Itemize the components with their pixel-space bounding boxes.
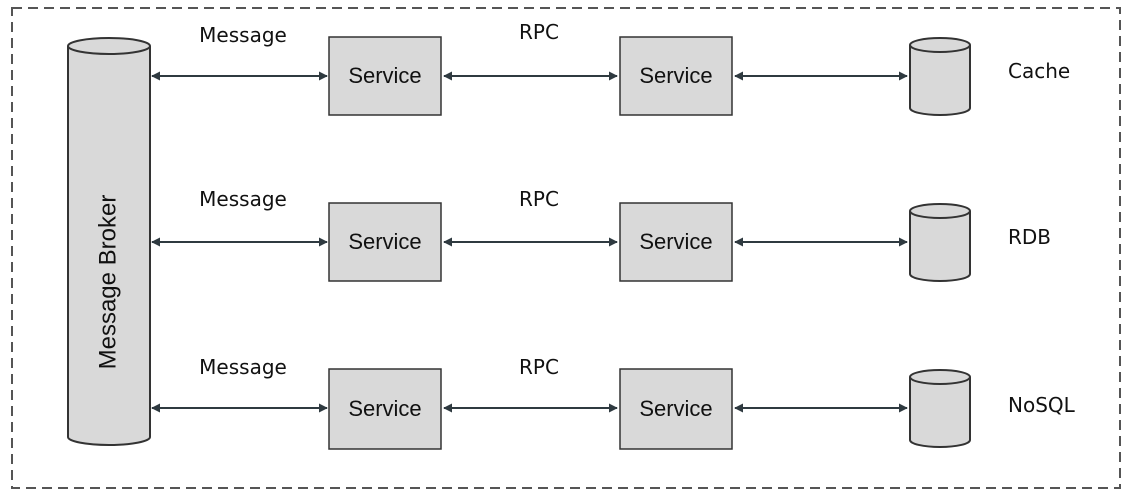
store-label: RDB xyxy=(1008,225,1051,249)
service-box xyxy=(619,36,733,116)
service-label: Service xyxy=(639,229,712,254)
outer-frame xyxy=(11,7,1121,489)
service-box xyxy=(328,368,442,450)
service-box xyxy=(619,368,733,450)
nosql-database-icon xyxy=(909,369,971,448)
rpc-label: RPC xyxy=(519,355,559,379)
message-label: Message xyxy=(199,355,287,379)
message-label: Message xyxy=(199,187,287,211)
message-broker-label: Message Broker xyxy=(94,195,121,370)
row-3: Message Service RPC Service NoSQL xyxy=(151,355,1076,450)
service-label: Service xyxy=(639,63,712,88)
service-label: Service xyxy=(348,229,421,254)
service-label: Service xyxy=(639,396,712,421)
service-label: Service xyxy=(348,396,421,421)
service-label: Service xyxy=(348,63,421,88)
rpc-label: RPC xyxy=(519,187,559,211)
service-box xyxy=(328,202,442,282)
row-2: Message Service RPC Service RDB xyxy=(151,187,1051,282)
row-1: Message Service RPC Service Cache xyxy=(151,20,1070,116)
service-box xyxy=(328,36,442,116)
message-broker-body xyxy=(67,46,151,446)
store-label: Cache xyxy=(1008,59,1070,83)
cache-database-icon xyxy=(909,37,971,116)
service-box xyxy=(619,202,733,282)
rdb-database-icon xyxy=(909,203,971,282)
rpc-label: RPC xyxy=(519,20,559,44)
message-label: Message xyxy=(199,23,287,47)
message-broker-top xyxy=(67,37,151,55)
message-broker: Message Broker xyxy=(67,37,151,446)
store-label: NoSQL xyxy=(1008,393,1076,417)
